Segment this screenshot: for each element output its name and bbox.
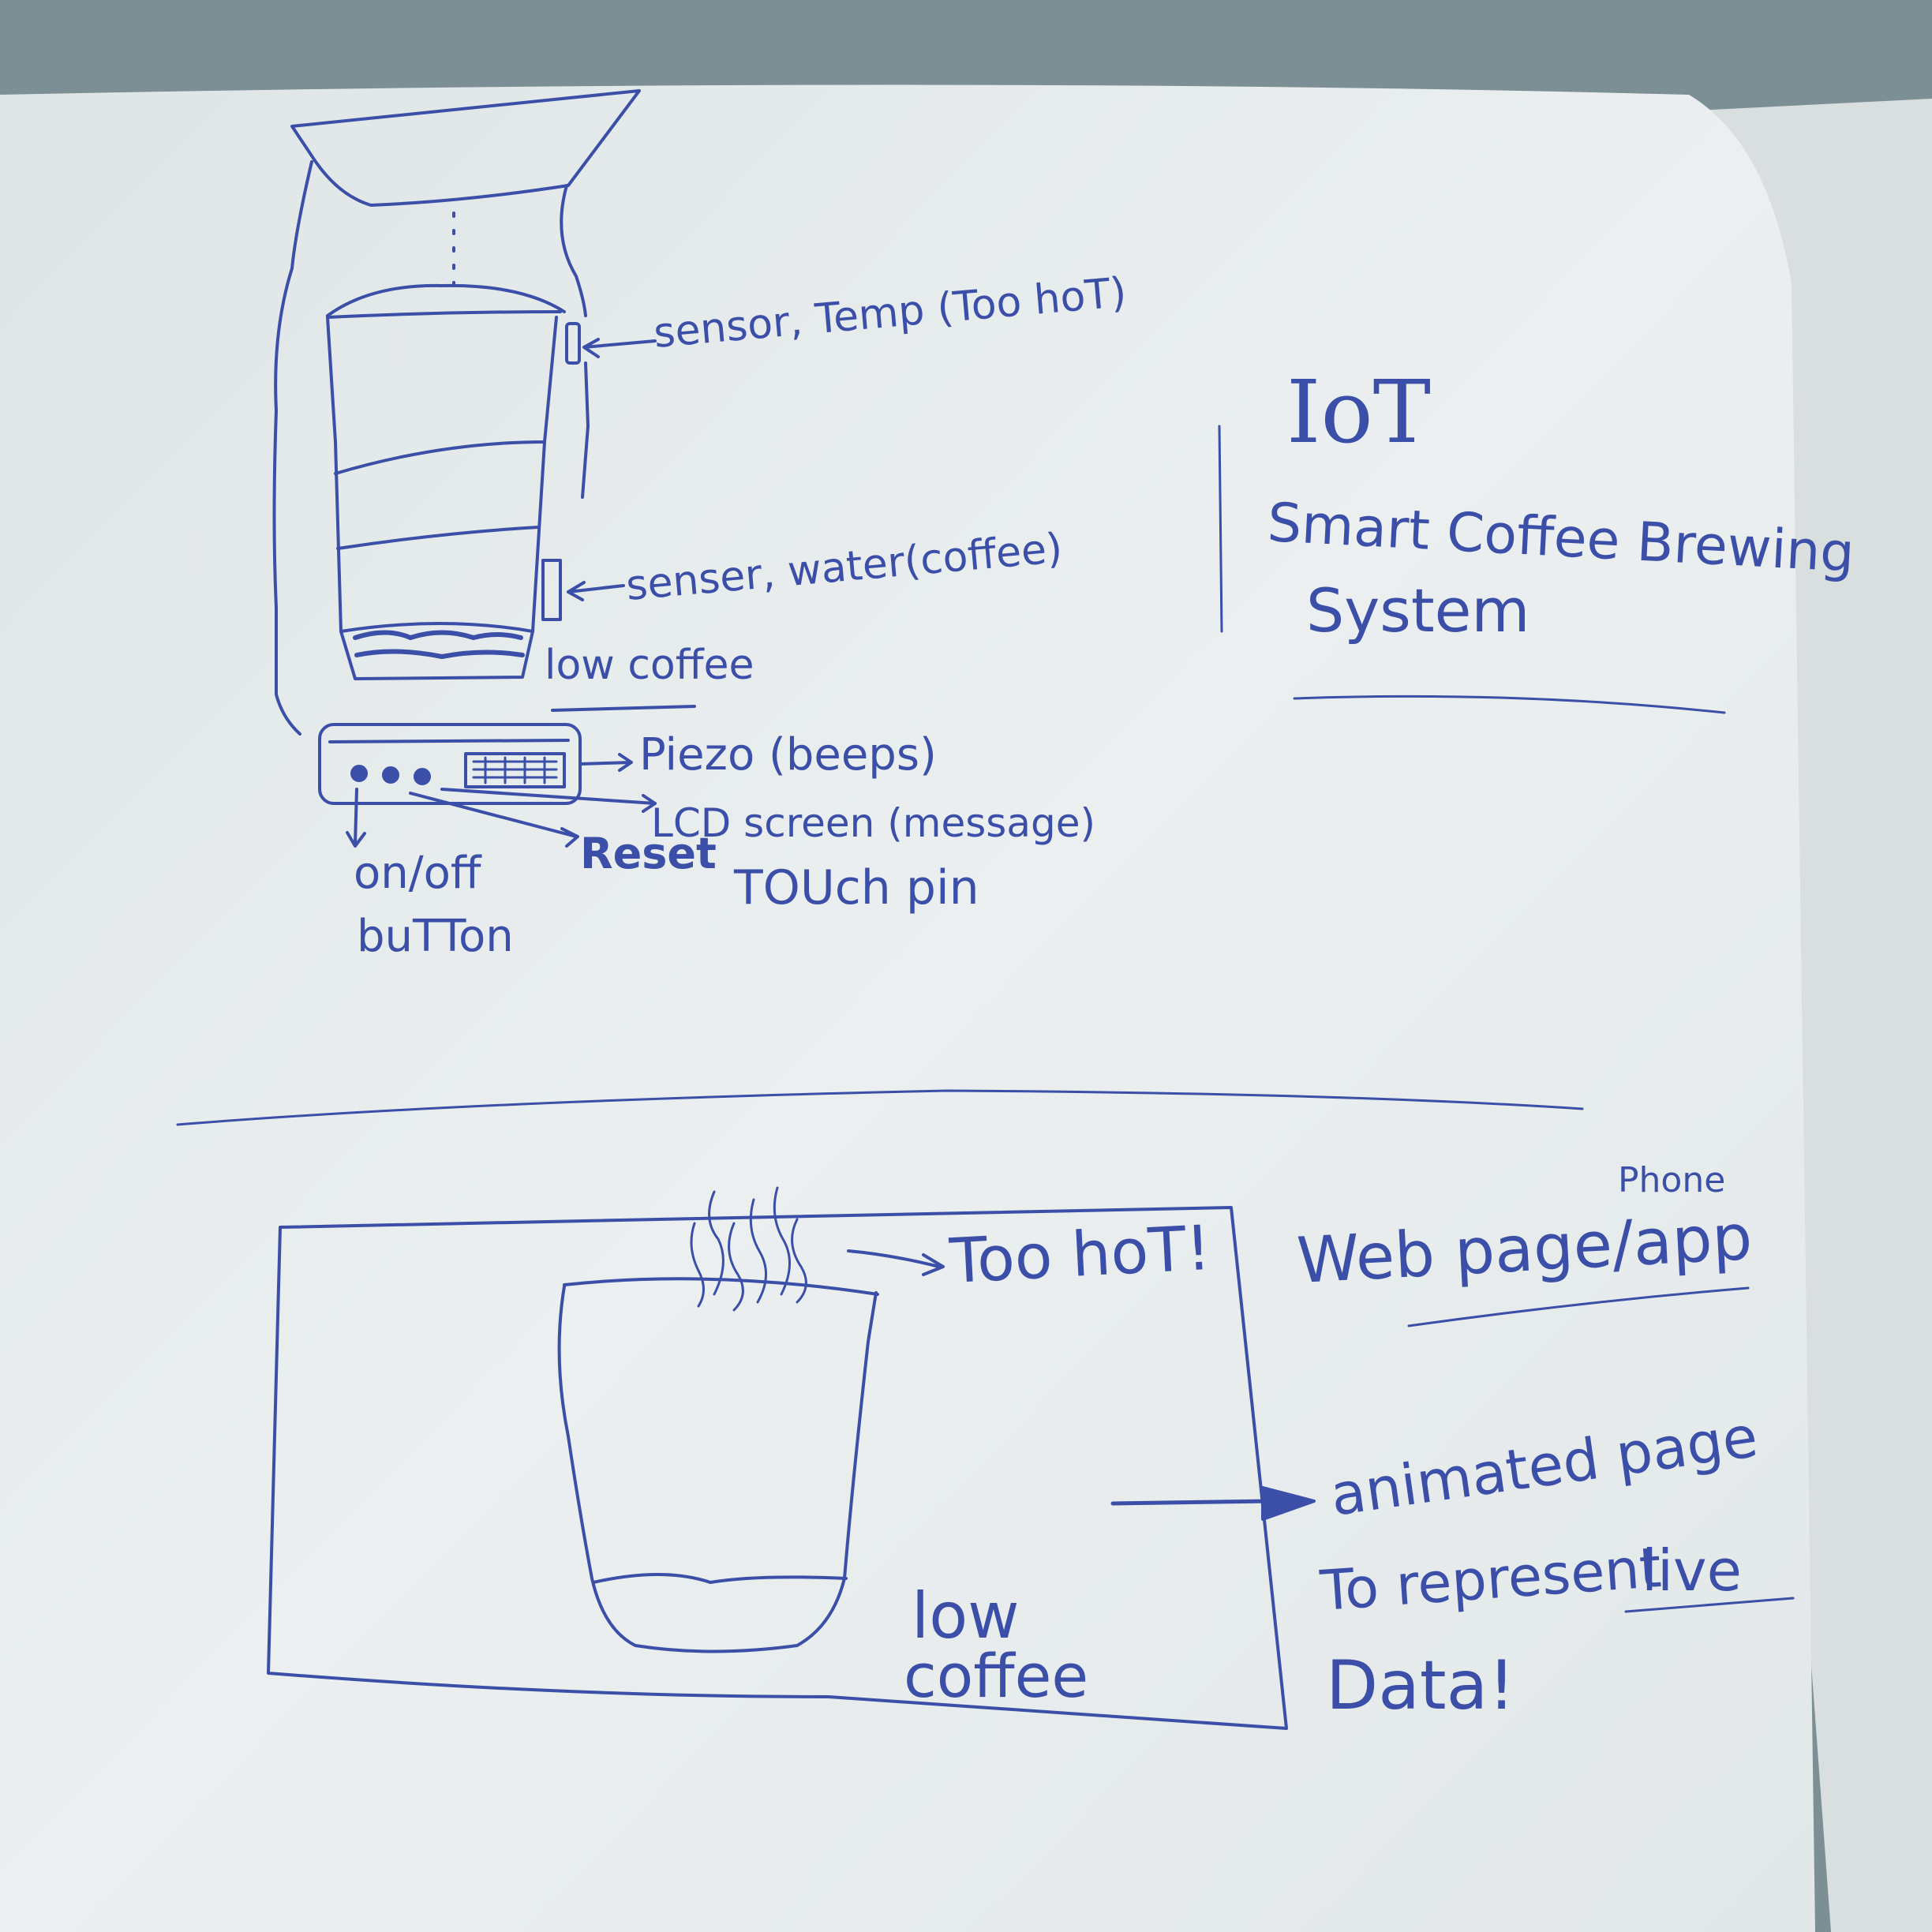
carafe-top-rim <box>326 310 562 319</box>
onoff-label: on/off <box>354 848 482 899</box>
onoff-arrow <box>346 788 366 848</box>
steam-lines <box>690 1186 807 1312</box>
animated-page-arrowhead <box>1261 1486 1316 1521</box>
webpage-frame <box>267 1206 1288 1730</box>
title-iot: IoT <box>1286 361 1431 462</box>
base-to-right-line <box>551 705 696 712</box>
lcd-label: LCD screen (message) <box>651 800 1095 846</box>
temp-sensor-arrow <box>582 338 657 358</box>
live-text: live <box>1642 1537 1742 1604</box>
animated-page-arrow <box>1110 1499 1273 1506</box>
indicator-light-1 <box>350 765 368 782</box>
reset-arrow <box>409 792 579 848</box>
section-divider <box>176 1089 1584 1126</box>
piezo-label: Piezo (beeps) <box>639 729 937 781</box>
cup-rim <box>563 1277 879 1296</box>
too-hot-arrow <box>847 1249 945 1276</box>
machine-right-wall <box>560 184 587 317</box>
touch-pin-label: TOUch pin <box>733 860 979 915</box>
coffee-machine-sketch <box>272 89 696 848</box>
low-label: low <box>912 1579 1020 1653</box>
carafe-lid <box>326 283 566 317</box>
title-vertical-line <box>1218 425 1223 633</box>
level-line-2 <box>336 526 540 550</box>
filter-funnel <box>290 89 641 207</box>
reset-label: Reset <box>580 829 717 878</box>
button-label: buTTon <box>357 911 514 962</box>
coffee-residue <box>353 630 525 659</box>
water-sensor <box>541 559 562 621</box>
data-text: Data! <box>1326 1646 1515 1725</box>
level-line-1 <box>334 440 546 475</box>
lcd-arrow <box>440 788 657 813</box>
lcd-pixels <box>472 756 558 784</box>
base-top-edge <box>328 739 570 743</box>
cup-body <box>557 1285 878 1653</box>
phone-label: Phone <box>1618 1160 1725 1200</box>
machine-left-wall <box>272 160 313 736</box>
coffee-level <box>592 1573 848 1584</box>
webpage-mockup <box>267 1186 1795 1730</box>
water-sensor-arrow <box>567 581 625 601</box>
coffee-label: coffee <box>904 1641 1088 1711</box>
title-line-3: System <box>1306 575 1530 646</box>
sensor-wire <box>581 361 590 499</box>
level-line-3 <box>339 622 534 633</box>
indicator-light-2 <box>382 766 399 784</box>
live-underline <box>1624 1597 1795 1613</box>
lcd-screen <box>464 752 566 788</box>
low-coffee-label: low coffee <box>545 642 754 689</box>
temp-sensor <box>565 322 581 365</box>
notebook-page <box>0 84 1815 1932</box>
title-underline <box>1293 695 1726 714</box>
too-hot-label: Too hoT! <box>947 1213 1212 1297</box>
web-title-underline <box>1407 1286 1750 1327</box>
indicator-light-3 <box>414 768 431 785</box>
piezo-arrow <box>578 753 633 772</box>
